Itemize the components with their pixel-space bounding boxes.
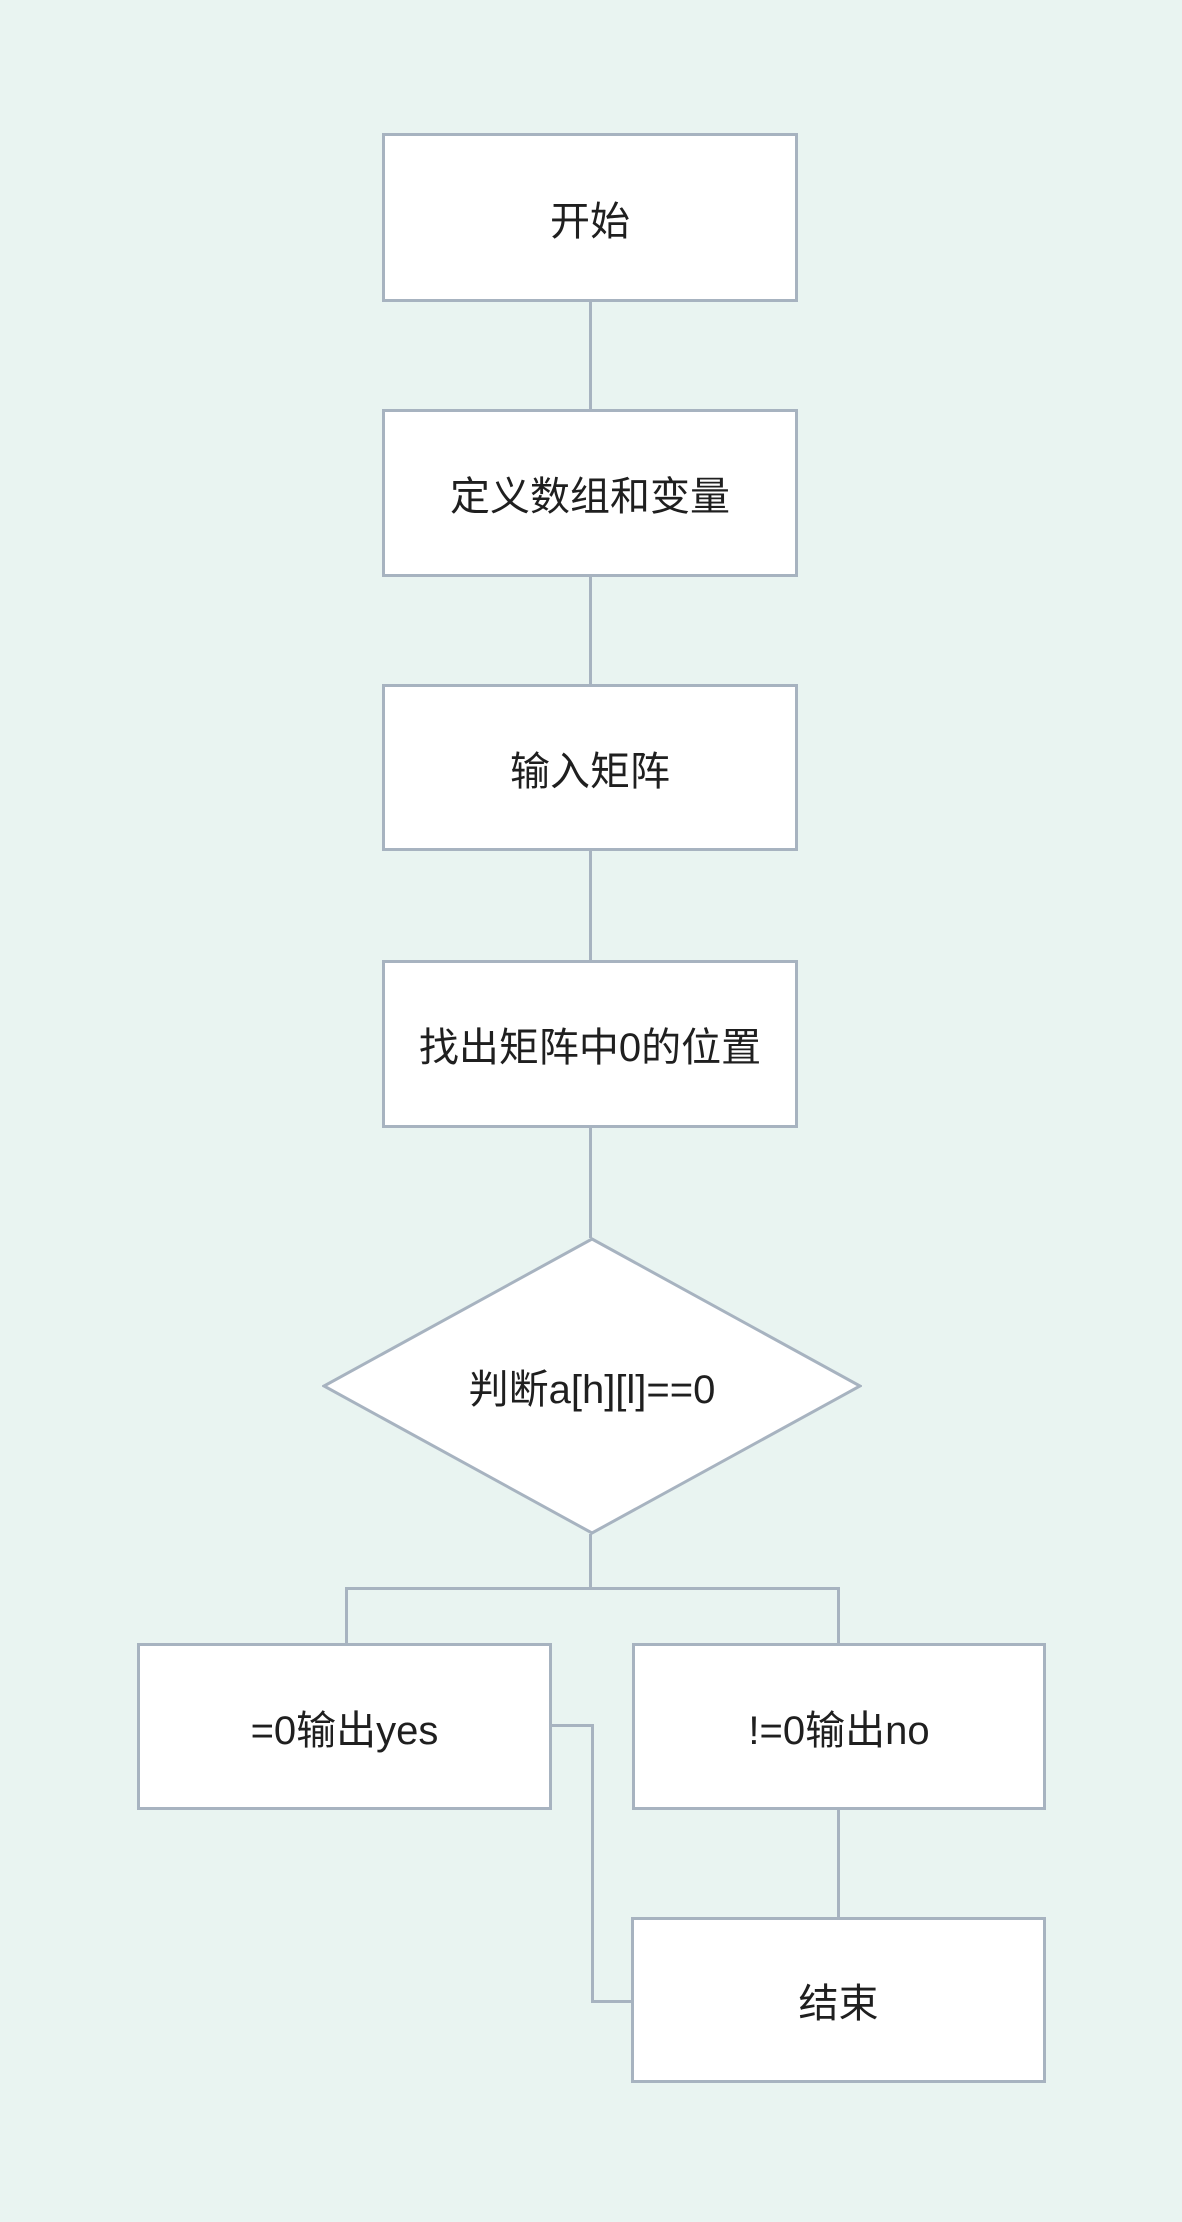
edge-branch-horizontal xyxy=(345,1587,840,1590)
node-output-no: !=0输出no xyxy=(632,1643,1046,1810)
node-end: 结束 xyxy=(631,1917,1046,2083)
diamond-shape xyxy=(322,1237,862,1535)
edge-no-to-end xyxy=(837,1810,840,1917)
edge-yes-stub xyxy=(552,1724,594,1727)
node-start-label: 开始 xyxy=(550,199,630,244)
edge-yes-to-end-vertical xyxy=(591,1724,594,2003)
node-input-matrix: 输入矩阵 xyxy=(382,684,798,851)
node-input-matrix-label: 输入矩阵 xyxy=(510,749,670,794)
edge-decision-stem xyxy=(589,1534,592,1590)
edge-branch-drop-yes xyxy=(345,1587,348,1643)
edge-find-to-decision xyxy=(589,1128,592,1238)
node-decision: 判断a[h][l]==0 xyxy=(322,1237,862,1535)
edge-start-to-define xyxy=(589,302,592,409)
node-decision-label: 判断a[h][l]==0 xyxy=(468,1368,716,1412)
node-output-yes: =0输出yes xyxy=(137,1643,552,1810)
node-end-label: 结束 xyxy=(798,1982,879,2026)
node-output-yes-label: =0输出yes xyxy=(250,1708,439,1753)
node-find-zero-position: 找出矩阵中0的位置 xyxy=(382,960,798,1128)
edge-branch-drop-no xyxy=(837,1587,840,1643)
node-find-zero-position-label: 找出矩阵中0的位置 xyxy=(418,1026,762,1070)
edge-input-to-find xyxy=(589,851,592,960)
node-output-no-label: !=0输出no xyxy=(748,1708,930,1753)
node-define-variables-label: 定义数组和变量 xyxy=(450,475,730,519)
node-define-variables: 定义数组和变量 xyxy=(382,409,798,577)
edge-yes-to-end-stub xyxy=(591,2000,634,2003)
edge-define-to-input xyxy=(589,577,592,684)
node-start: 开始 xyxy=(382,133,798,302)
